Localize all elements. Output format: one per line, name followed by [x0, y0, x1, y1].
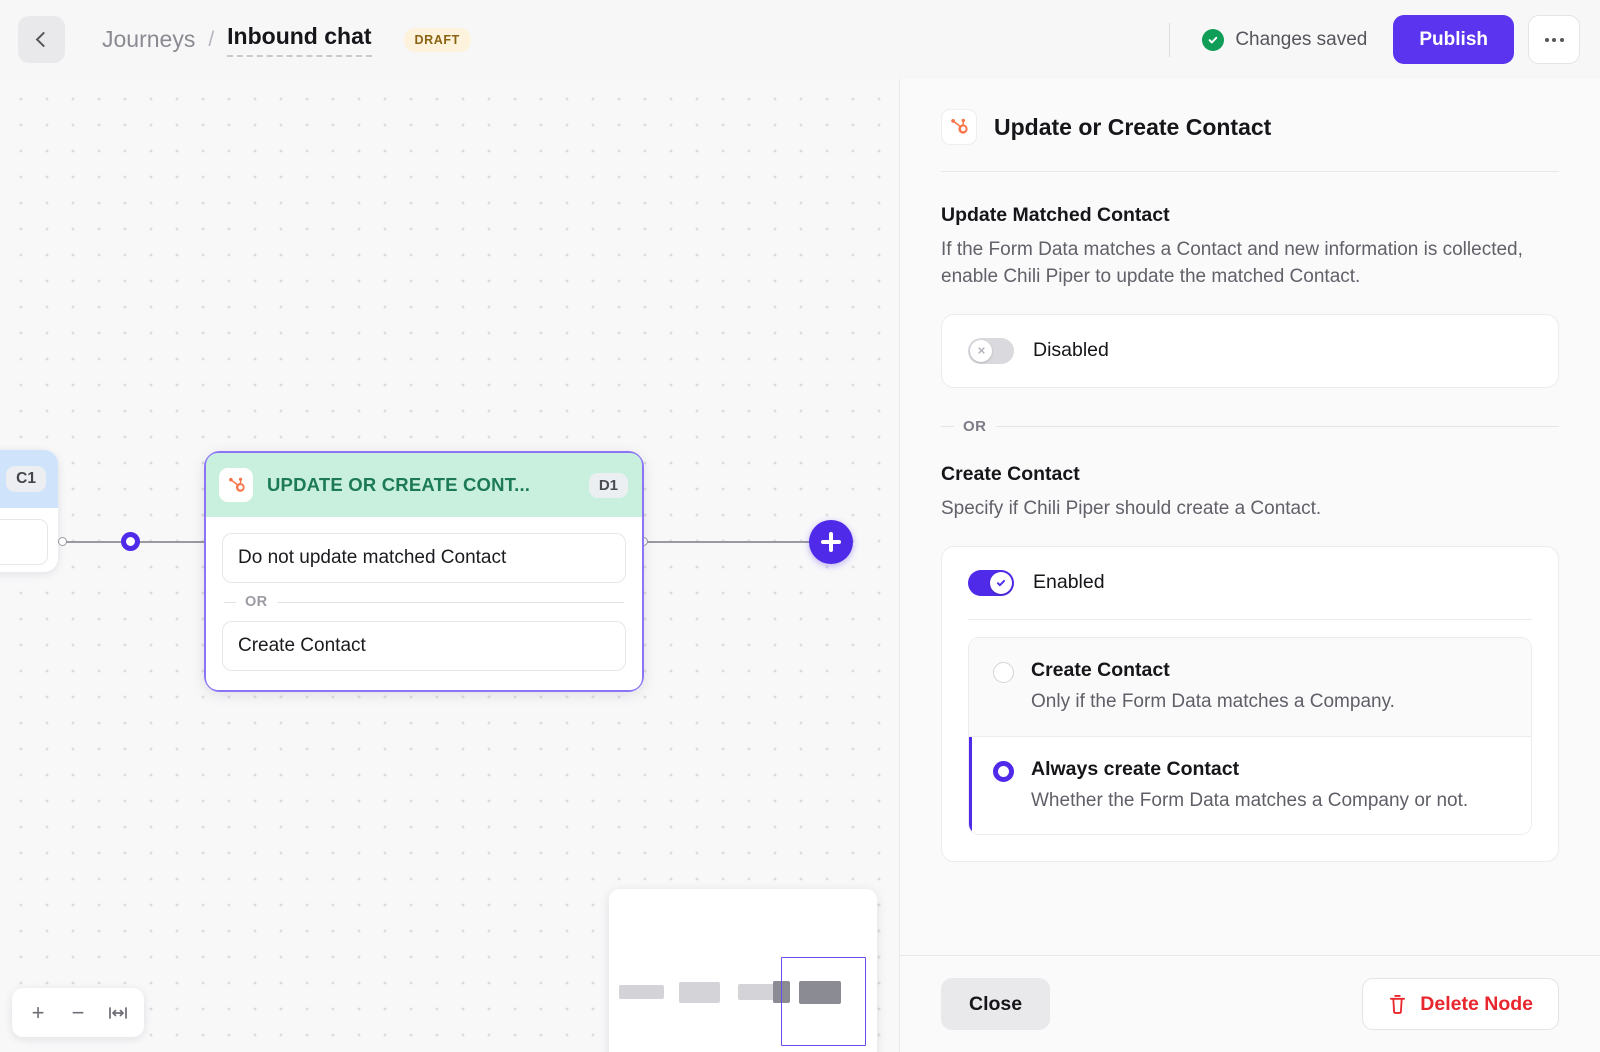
or-label: OR: [245, 594, 268, 610]
canvas-node-d1-body: Do not update matched Contact OR Create …: [206, 517, 642, 690]
breadcrumb-separator: /: [208, 27, 215, 51]
canvas-node-d1-field-1[interactable]: Do not update matched Contact: [222, 533, 626, 583]
ellipsis-icon: [1544, 37, 1549, 42]
update-toggle-card: Disabled: [941, 313, 1559, 388]
create-contact-options: Create Contact Only if the Form Data mat…: [942, 620, 1558, 861]
update-section-description: If the Form Data matches a Contact and n…: [941, 239, 1523, 287]
panel-content[interactable]: Update Matched Contact If the Form Data …: [900, 171, 1600, 955]
panel-or-divider: OR: [941, 418, 1559, 435]
close-button[interactable]: Close: [941, 978, 1051, 1030]
create-contact-toggle[interactable]: [968, 569, 1014, 596]
radio-option-label: Always create Contact: [1031, 757, 1240, 780]
header-divider: [1169, 22, 1171, 57]
more-options-button[interactable]: [1528, 15, 1580, 64]
canvas-node-d1[interactable]: UPDATE OR CREATE CONT... D1 Do not updat…: [204, 451, 644, 692]
radio-icon[interactable]: [993, 760, 1014, 782]
publish-button[interactable]: Publish: [1393, 15, 1514, 64]
save-status: Changes saved: [1202, 28, 1368, 51]
divider-line-left: [941, 425, 954, 427]
breadcrumb-journeys[interactable]: Journeys: [102, 26, 196, 52]
update-toggle-label: Disabled: [1033, 339, 1109, 362]
check-circle-icon: [1202, 28, 1225, 51]
add-node-button[interactable]: [809, 520, 853, 564]
canvas-node-d1-title: UPDATE OR CREATE CONT...: [267, 474, 531, 495]
minimap-node: [679, 982, 720, 1003]
divider-line-right: [276, 601, 624, 603]
hubspot-icon: [941, 109, 977, 145]
save-status-label: Changes saved: [1235, 28, 1368, 50]
canvas-node-c1-header: C1: [0, 450, 58, 508]
divider-line-right: [995, 425, 1559, 427]
ellipsis-icon: [1552, 37, 1556, 42]
canvas-node-c1[interactable]: C1: [0, 450, 58, 572]
panel-header: Update or Create Contact: [900, 79, 1600, 171]
fit-view-icon: [109, 1006, 127, 1019]
edge-d1-to-add: [644, 541, 816, 543]
update-matched-contact-section: Update Matched Contact If the Form Data …: [941, 204, 1559, 388]
minimap-viewport[interactable]: [781, 957, 866, 1046]
canvas-minimap[interactable]: [609, 889, 877, 1052]
panel-divider: [941, 171, 1559, 172]
radio-option-always-create-contact[interactable]: Always create Contact Whether the Form D…: [969, 735, 1531, 835]
panel-footer: Close Delete Node: [900, 955, 1600, 1052]
update-section-title: Update Matched Contact: [941, 204, 1170, 226]
canvas-node-c1-body: [0, 508, 58, 565]
create-contact-section: Create Contact Specify if Chili Piper sh…: [941, 462, 1559, 863]
app-body: C1 UPDAT: [0, 79, 1600, 1052]
update-matched-contact-toggle[interactable]: [968, 337, 1014, 364]
node-settings-panel: Update or Create Contact Update Matched …: [899, 79, 1600, 1052]
radio-option-label: Create Contact: [1031, 658, 1170, 681]
canvas-zoom-controls: + −: [12, 988, 144, 1037]
radio-option-description: Whether the Form Data matches a Company …: [1031, 789, 1469, 811]
canvas-node-d1-field-2[interactable]: Create Contact: [222, 621, 626, 671]
breadcrumb: Journeys / Inbound chat DRAFT: [102, 23, 471, 57]
delete-node-label: Delete Node: [1420, 992, 1533, 1015]
back-button[interactable]: [18, 16, 65, 63]
fit-view-button[interactable]: [98, 993, 138, 1033]
minimap-node: [799, 981, 841, 1004]
create-toggle-label: Enabled: [1033, 571, 1105, 594]
hubspot-icon: [219, 468, 253, 502]
divider-line-left: [224, 601, 236, 603]
delete-node-button[interactable]: Delete Node: [1362, 978, 1559, 1030]
edge-midpoint-handle[interactable]: [121, 532, 140, 551]
cross-icon: [977, 347, 985, 355]
minimap-node: [619, 985, 664, 999]
header-actions: Changes saved Publish: [1169, 15, 1580, 64]
card-separator: [968, 618, 1532, 620]
check-icon: [996, 579, 1006, 587]
app-header: Journeys / Inbound chat DRAFT Changes sa…: [0, 0, 1600, 79]
canvas-node-d1-badge: D1: [588, 472, 628, 498]
panel-title: Update or Create Contact: [994, 113, 1272, 140]
zoom-out-button[interactable]: −: [58, 993, 98, 1033]
ellipsis-icon: [1559, 37, 1564, 42]
canvas-node-d1-or-divider: OR: [224, 594, 624, 610]
create-section-title: Create Contact: [941, 462, 1080, 485]
trash-icon: [1390, 994, 1406, 1014]
radio-option-create-contact[interactable]: Create Contact Only if the Form Data mat…: [969, 637, 1531, 736]
radio-group: Create Contact Only if the Form Data mat…: [968, 636, 1532, 836]
radio-option-description: Only if the Form Data matches a Company.: [1031, 690, 1395, 712]
toggle-knob: [990, 571, 1012, 594]
canvas-node-d1-header: UPDATE OR CREATE CONT... D1: [206, 453, 642, 517]
zoom-in-button[interactable]: +: [18, 993, 58, 1033]
canvas-node-c1-badge: C1: [6, 466, 46, 492]
edge-port-left: [58, 537, 67, 546]
radio-icon[interactable]: [993, 661, 1014, 683]
chevron-left-icon: [35, 31, 51, 48]
create-contact-card: Enabled Create Contact Only if the Form …: [941, 545, 1559, 863]
journey-name-input[interactable]: Inbound chat: [227, 23, 372, 57]
journey-canvas[interactable]: C1 UPDAT: [0, 79, 899, 1052]
create-section-description: Specify if Chili Piper should create a C…: [941, 497, 1322, 519]
canvas-node-c1-field: [0, 519, 48, 565]
or-label: OR: [963, 417, 987, 435]
toggle-knob: [970, 339, 992, 362]
status-badge: DRAFT: [403, 27, 471, 52]
